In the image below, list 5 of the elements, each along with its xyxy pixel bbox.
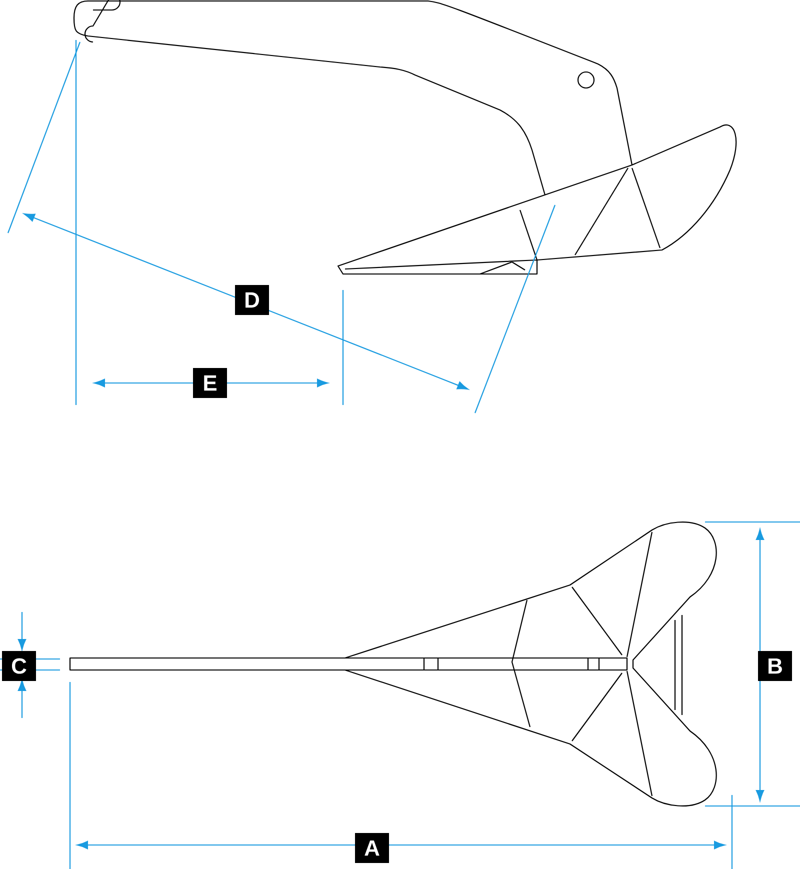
dimension-label: B (758, 651, 792, 681)
dimension-label: D (235, 285, 269, 315)
dimension-label: C (2, 651, 36, 681)
dimension-label: A (355, 833, 389, 863)
dimension-label: E (193, 368, 227, 398)
